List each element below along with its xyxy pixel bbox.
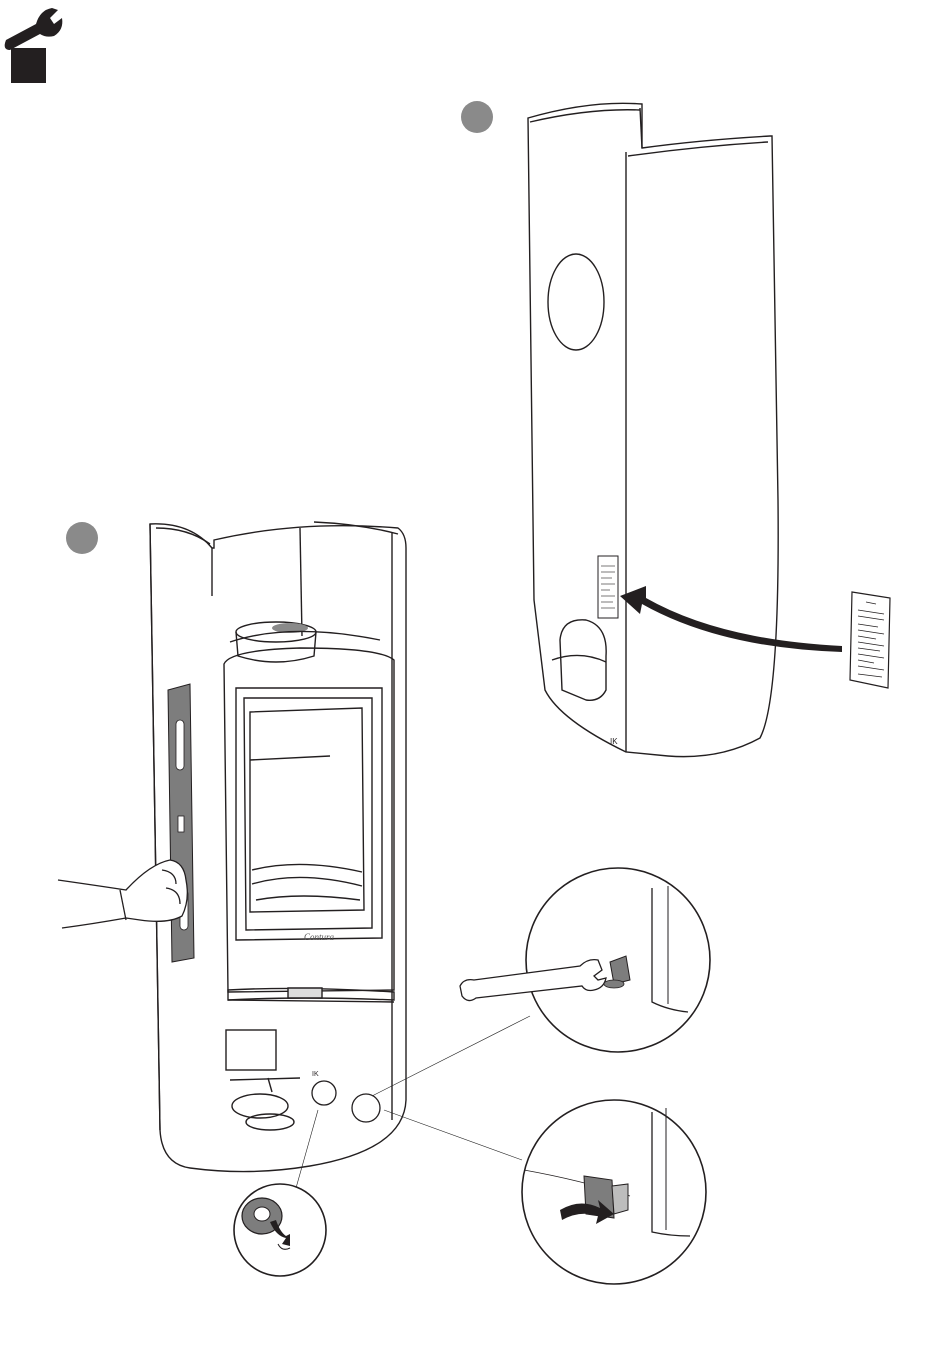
detail-leveling-foot xyxy=(234,1184,326,1276)
stove-brand-text: Contura xyxy=(304,932,335,942)
wrench-icon xyxy=(5,8,63,50)
detail-wrench-adjust xyxy=(460,868,710,1052)
detail-bracket-rotate xyxy=(522,1100,706,1284)
callout-marker-bracket xyxy=(352,1094,380,1122)
rear-panel xyxy=(528,103,778,756)
rating-plate-on-panel xyxy=(598,556,618,618)
rating-plate-icon xyxy=(850,592,890,688)
hand-icon xyxy=(58,860,187,928)
header-section-marker xyxy=(11,48,46,83)
step-badge-2 xyxy=(461,101,493,133)
callout-leader-right xyxy=(384,1110,522,1160)
step-badge-1 xyxy=(66,522,98,554)
panel-base-mark: IK xyxy=(610,737,618,746)
stove-base-mark: IK xyxy=(312,1071,319,1078)
air-control-slider xyxy=(288,988,322,998)
callout-marker-foot xyxy=(312,1081,336,1105)
